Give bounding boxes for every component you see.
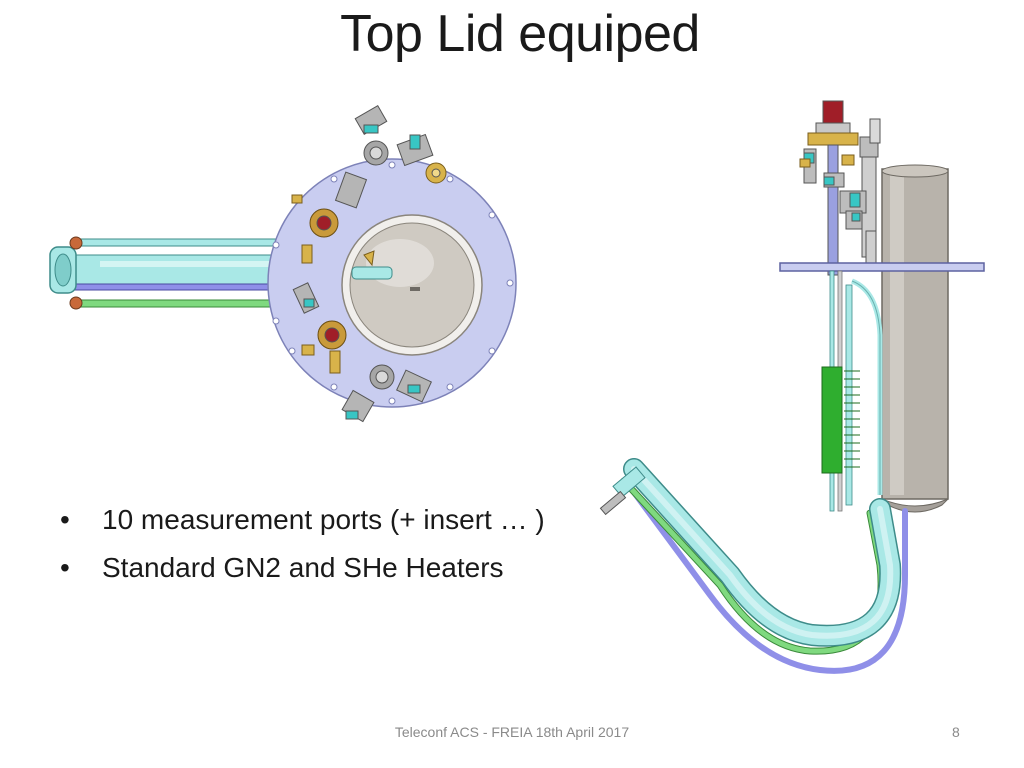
bullet-list: • 10 measurement ports (+ insert … ) • Sta…: [56, 496, 545, 592]
support-plate: [779, 262, 985, 272]
pipe-main: [69, 254, 293, 286]
bullet-text: Standard GN2 and SHe Heaters: [102, 552, 504, 583]
transfer-line: [620, 458, 908, 674]
bullet-item: • Standard GN2 and SHe Heaters: [56, 544, 545, 592]
pipe-end-cap-bottom: [69, 296, 83, 310]
page-number: 8: [952, 724, 960, 740]
bullet-marker: •: [60, 504, 70, 535]
bullet-text: 10 measurement ports (+ insert … ): [102, 504, 545, 535]
bullet-marker: •: [60, 552, 70, 583]
pipe-blue: [73, 283, 285, 291]
top-lid-illustration: [49, 105, 517, 423]
heater-coil: [821, 366, 843, 474]
pipe-upper-thin: [73, 238, 285, 247]
transfer-line-flange: [612, 466, 646, 498]
cryostat-illustration: [599, 100, 985, 674]
slide-footer: Teleconf ACS - FREIA 18th April 2017: [394, 724, 630, 740]
slide-title: Top Lid equiped: [340, 5, 700, 63]
measurement-ports: [291, 105, 447, 423]
pipe-green: [73, 299, 285, 308]
bullet-item: • 10 measurement ports (+ insert … ): [56, 496, 545, 544]
pipe-end-cap-top: [69, 236, 83, 250]
dome-insert: [351, 266, 393, 280]
